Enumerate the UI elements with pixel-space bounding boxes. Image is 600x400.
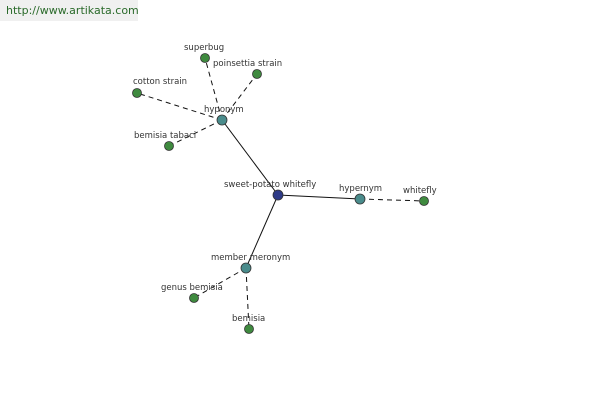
node-hypernym-dot[interactable] [354,193,366,205]
node-cotton-strain[interactable]: cotton strain [132,77,188,98]
node-superbug[interactable]: superbug [184,43,224,63]
edge-hyponym-to-bemisia-tabaci [168,119,223,147]
node-poinsettia-strain-label: poinsettia strain [213,59,282,69]
node-bemisia-dot[interactable] [244,324,254,334]
node-hypernym-label: hypernym [339,184,382,194]
node-genus-bemisia-dot[interactable] [189,293,199,303]
node-center-dot[interactable] [272,189,284,201]
node-hyponym-dot[interactable] [216,114,228,126]
edge-center-to-hypernym [277,194,361,200]
node-whitefly-dot[interactable] [419,196,429,206]
edge-hyponym-to-superbug [204,57,223,121]
node-poinsettia-strain-dot[interactable] [252,69,262,79]
node-bemisia-tabaci-label: bemisia tabaci [134,131,196,141]
node-cotton-strain-label: cotton strain [133,77,187,87]
edges-layer [136,57,425,330]
node-member-meronym[interactable]: member meronym [211,253,290,274]
node-superbug-label: superbug [184,43,224,53]
node-bemisia-tabaci[interactable]: bemisia tabaci [134,131,196,151]
node-member-meronym-dot[interactable] [240,262,252,274]
edge-member-meronym-to-genus-bemisia [193,267,247,299]
node-whitefly-label: whitefly [403,186,437,196]
node-bemisia-label: bemisia [232,314,265,324]
edge-center-to-member-meronym [245,194,279,269]
node-superbug-dot[interactable] [200,53,210,63]
node-center[interactable]: sweet-potato whitefly [224,180,316,201]
edge-center-to-hyponym [221,119,279,196]
node-genus-bemisia-label: genus bemisia [161,283,223,293]
node-center-label: sweet-potato whitefly [224,180,316,190]
watermark-url: http://www.artikata.com [0,0,139,21]
node-bemisia-tabaci-dot[interactable] [164,141,174,151]
node-hyponym[interactable]: hyponym [204,105,244,126]
edge-hyponym-to-cotton-strain [136,92,223,121]
node-whitefly[interactable]: whitefly [403,186,437,206]
nodes-layer: sweet-potato whitefly hyponym hypernym memb… [132,43,437,334]
edge-hyponym-to-poinsettia-strain [221,73,258,121]
node-hypernym[interactable]: hypernym [339,184,382,205]
node-poinsettia-strain[interactable]: poinsettia strain [213,59,282,79]
edge-hypernym-to-whitefly [359,198,425,202]
node-bemisia[interactable]: bemisia [232,314,265,334]
node-member-meronym-label: member meronym [211,253,290,263]
node-hyponym-label: hyponym [204,105,244,115]
edge-member-meronym-to-bemisia [245,267,250,330]
node-genus-bemisia[interactable]: genus bemisia [161,283,223,303]
node-cotton-strain-dot[interactable] [132,88,142,98]
